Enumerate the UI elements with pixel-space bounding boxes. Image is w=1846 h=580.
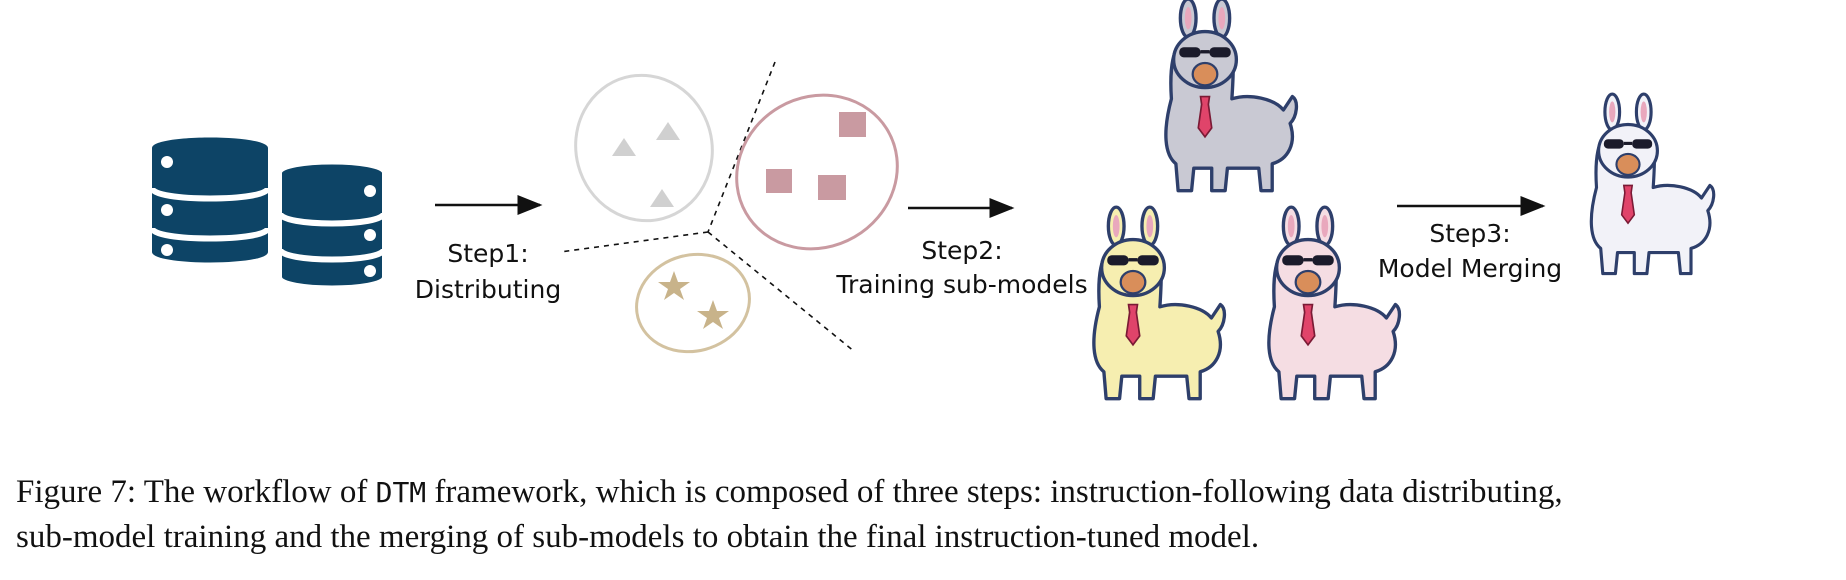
- separator-line: [559, 231, 709, 253]
- star-cluster: [635, 252, 751, 354]
- triangle-icon: [650, 189, 674, 207]
- caption-line-2: sub-model training and the merging of su…: [16, 519, 1260, 555]
- triangle-icon: [612, 138, 636, 156]
- square-icon: [818, 175, 846, 200]
- caption-line-1: Figure 7: The workflow of DTM framework,…: [16, 470, 1836, 515]
- step1-title: Step1:: [447, 239, 528, 268]
- step2-title: Step2:: [921, 236, 1002, 265]
- method-name: DTM: [375, 476, 427, 509]
- caption-line1-rest: framework, which is composed of three st…: [426, 474, 1563, 510]
- triangle-cluster: [574, 73, 714, 223]
- star-icon: [697, 300, 729, 329]
- square-icon: [839, 112, 866, 137]
- step3-subtitle: Model Merging: [1378, 254, 1562, 283]
- triangle-icon: [656, 122, 680, 140]
- caption-prefix: Figure 7: The workflow of: [16, 474, 376, 510]
- database-icon: [149, 137, 387, 290]
- star-icon: [658, 271, 690, 300]
- llama-icon-gray: [1164, 0, 1299, 193]
- llama-icon-merged: [1589, 92, 1716, 276]
- figure-caption: Figure 7: The workflow of DTM framework,…: [16, 470, 1836, 559]
- step1-subtitle: Distributing: [415, 275, 561, 304]
- cluster-diagram: [559, 61, 899, 354]
- separator-line: [707, 61, 776, 233]
- separator-line: [707, 231, 856, 353]
- square-cluster: [735, 93, 899, 251]
- llama-icon-yellow: [1092, 205, 1227, 401]
- llama-icon-pink: [1267, 205, 1402, 401]
- step3-title: Step3:: [1429, 219, 1510, 248]
- step2-subtitle: Training sub-models: [835, 270, 1087, 299]
- square-icon: [766, 169, 792, 193]
